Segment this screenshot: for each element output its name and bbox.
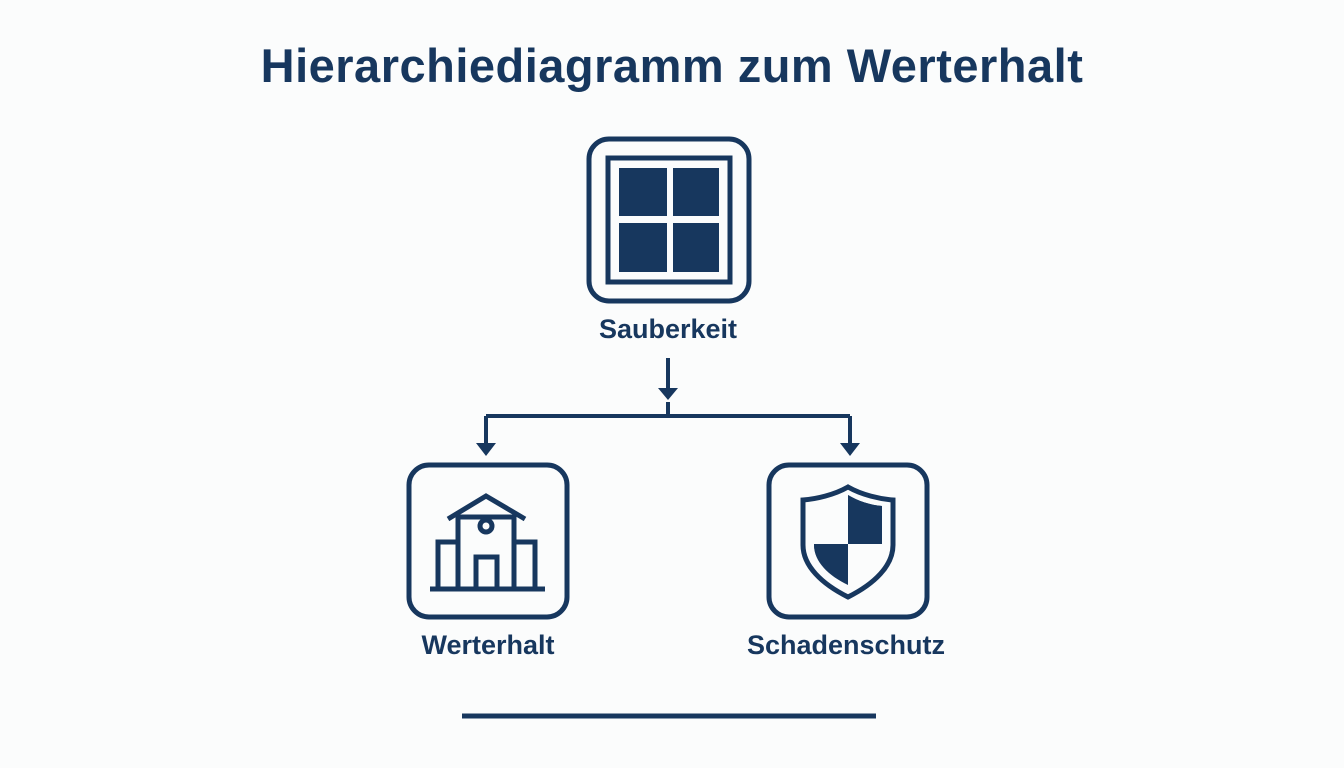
connector-lines [484, 358, 852, 446]
building-icon [406, 462, 570, 620]
node-label-werterhalt: Werterhalt [421, 630, 555, 660]
node-label-sauberkeit: Sauberkeit [598, 314, 738, 344]
node-label-schadenschutz: Schadenschutz [746, 630, 946, 660]
shield-icon [766, 462, 930, 620]
window-icon [586, 136, 752, 304]
arrowheads [476, 388, 860, 456]
diagram-title: Hierarchiediagramm zum Werterhalt [260, 39, 1084, 92]
